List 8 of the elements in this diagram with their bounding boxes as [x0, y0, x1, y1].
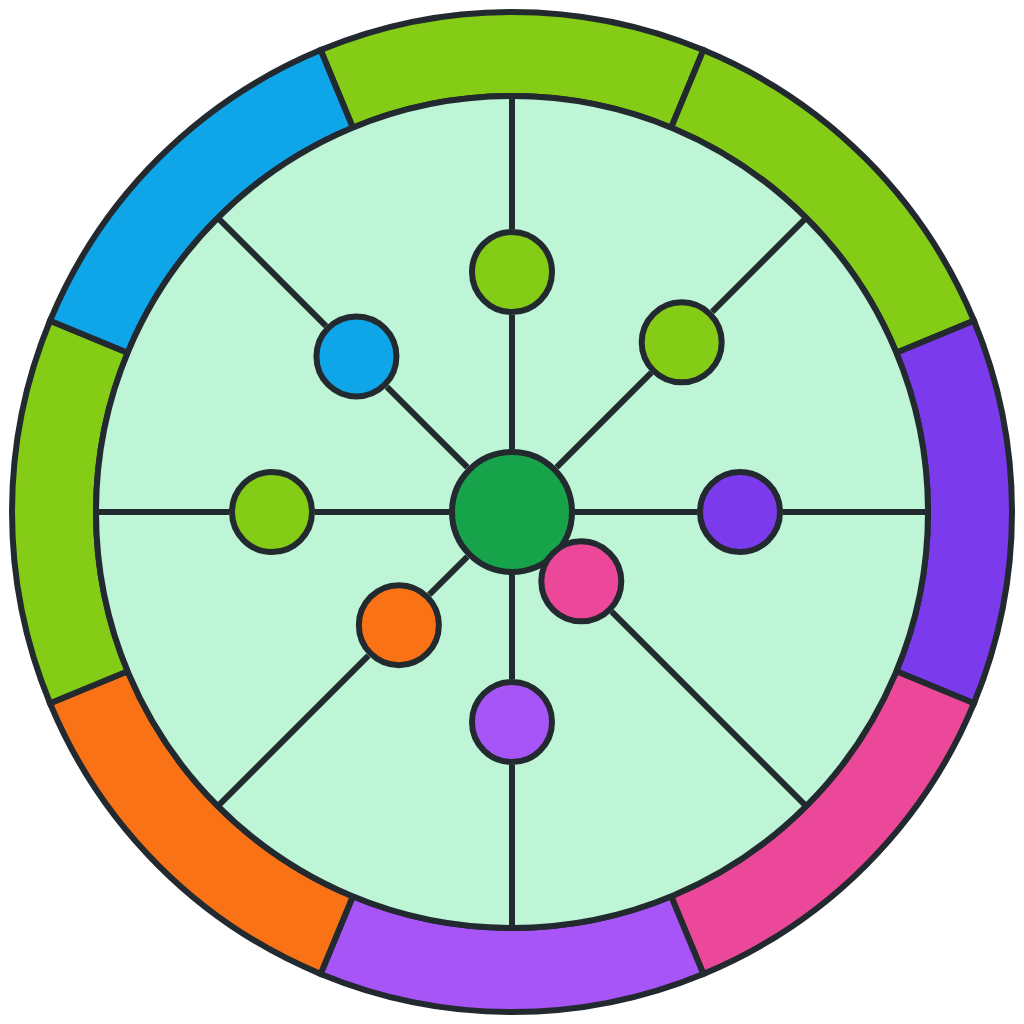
- circle-marker: [449, 449, 575, 575]
- spoke-line: [509, 575, 515, 679]
- spoke-line: [384, 384, 470, 470]
- spoke-line: [575, 509, 697, 515]
- spoke-line: [315, 509, 449, 515]
- spoke-line: [509, 315, 515, 449]
- spoke-line: [427, 554, 470, 597]
- spoke-line: [554, 370, 654, 470]
